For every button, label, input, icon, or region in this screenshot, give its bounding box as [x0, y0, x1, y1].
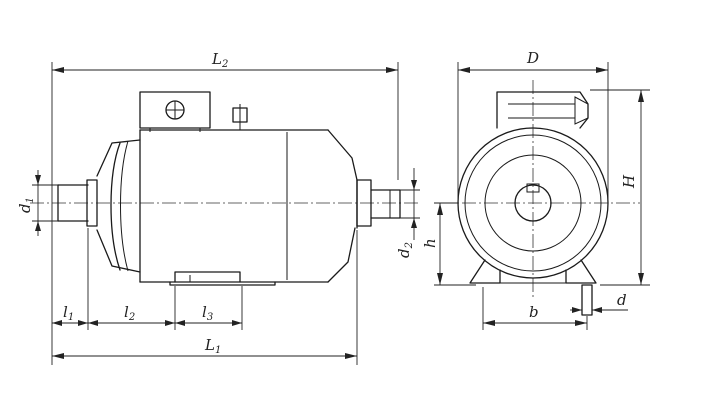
shield-circle — [484, 154, 582, 252]
label-H: H — [620, 174, 638, 189]
motor-body — [139, 129, 329, 286]
dim-L2 — [51, 62, 399, 365]
label-d2: d2 — [395, 242, 415, 258]
foot-bolt — [581, 284, 593, 316]
label-L1: L1 — [204, 336, 221, 356]
front-feet — [469, 259, 597, 316]
label-D: D — [526, 49, 539, 67]
dim-d1 — [32, 170, 58, 236]
dim-D — [457, 62, 609, 200]
frame-inner-circle — [464, 134, 602, 272]
label-L2: L2 — [211, 50, 228, 70]
label-h: h — [421, 238, 439, 248]
right-shaft — [370, 189, 401, 219]
dim-d — [570, 307, 628, 313]
left-end-shield — [96, 139, 141, 273]
right-end-shield — [327, 129, 372, 283]
dim-H — [590, 89, 650, 286]
dim-d2 — [400, 168, 420, 240]
terminal-box — [139, 91, 211, 132]
left-shaft — [57, 179, 98, 227]
dim-h — [434, 202, 476, 286]
label-d1: d1 — [16, 197, 36, 213]
label-d: d — [617, 291, 627, 309]
dim-b — [482, 287, 588, 330]
dim-l-chain — [52, 228, 243, 330]
label-l3: l3 — [202, 303, 213, 323]
label-l2: l2 — [124, 303, 135, 323]
shaft-circle — [514, 184, 552, 222]
lifting-eye — [232, 104, 248, 130]
shaft-key — [526, 183, 540, 193]
front-terminal-box — [496, 91, 589, 129]
label-l1: l1 — [63, 303, 74, 323]
dim-L1 — [52, 230, 358, 365]
side-view: L2 L1 l1 l2 l3 — [16, 50, 420, 365]
front-view: D H h b — [421, 49, 650, 330]
label-b: b — [529, 303, 539, 321]
